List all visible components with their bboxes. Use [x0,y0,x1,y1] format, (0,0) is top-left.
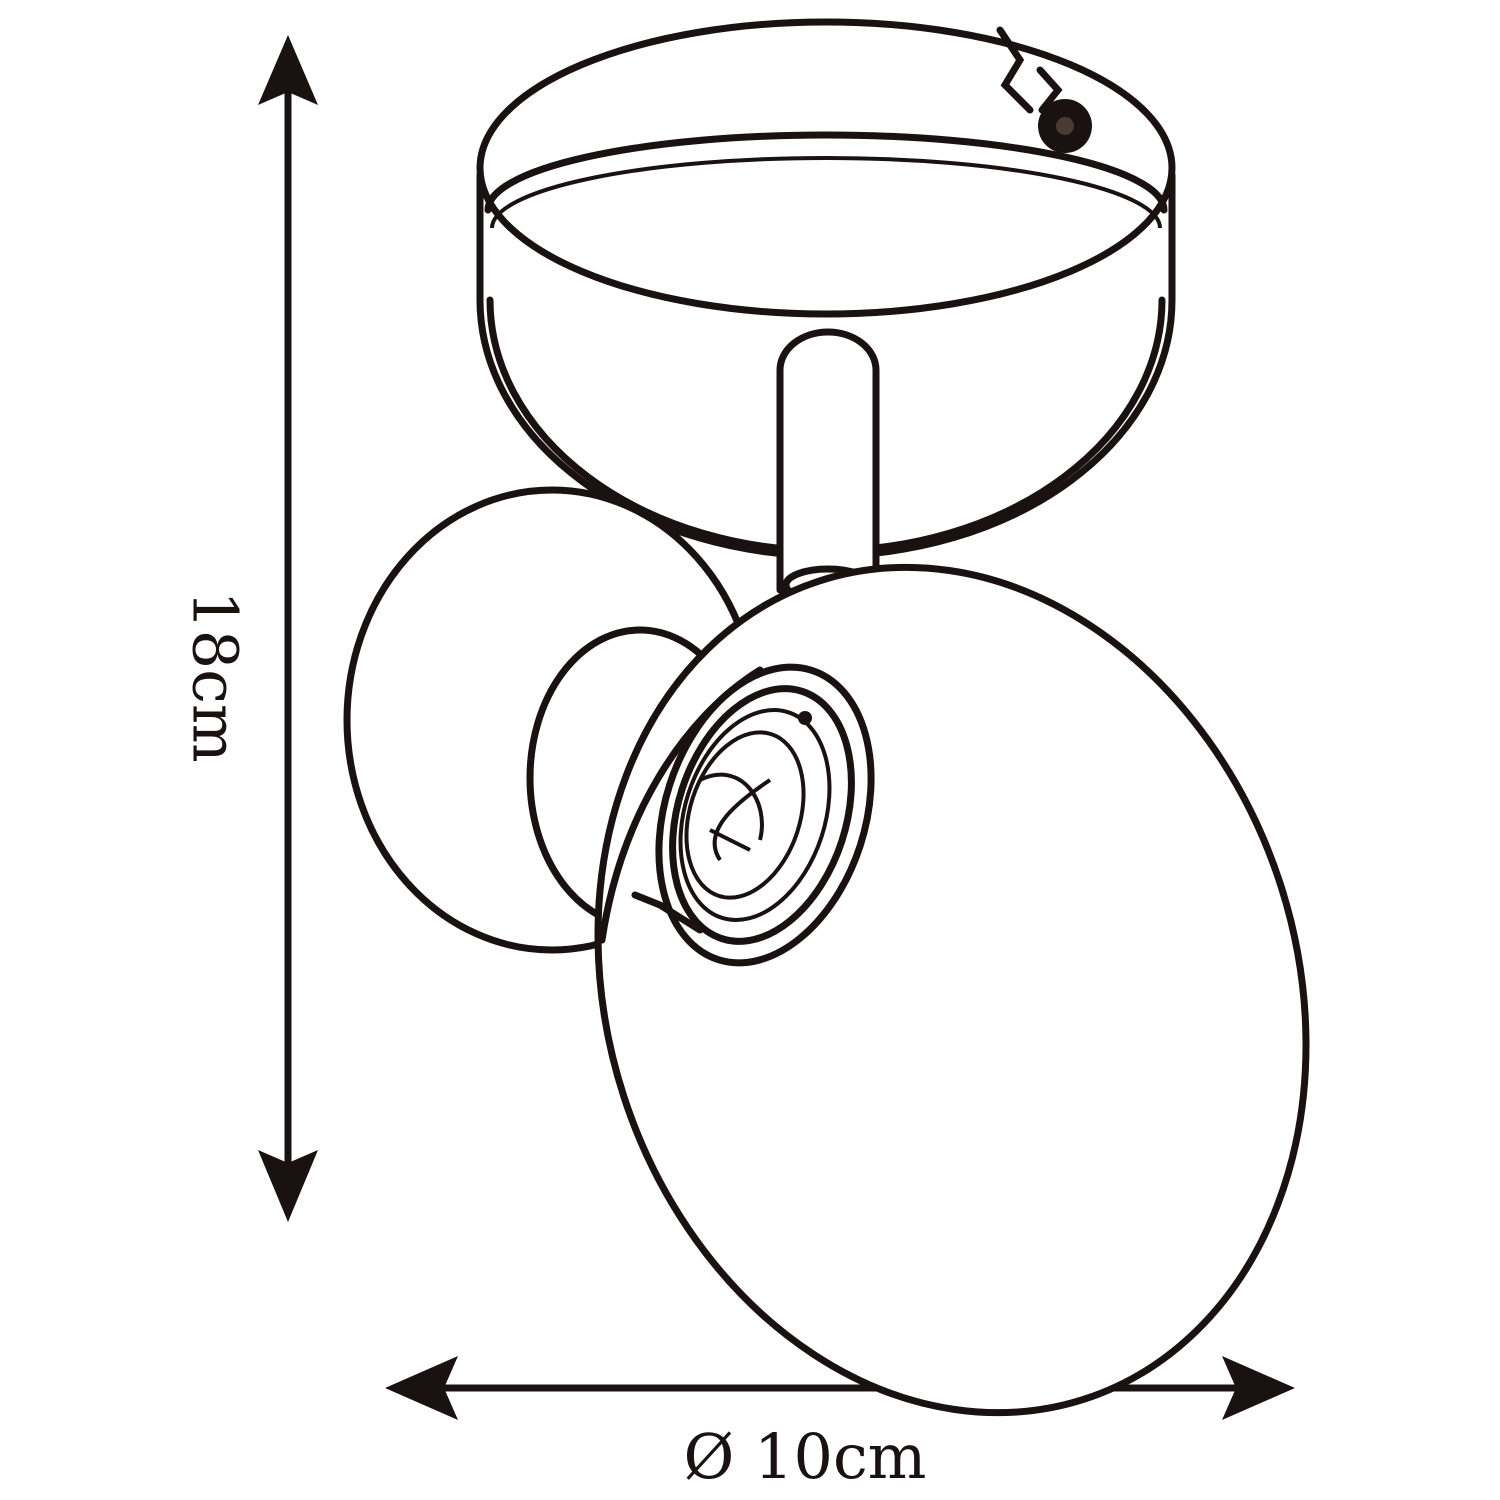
lens-assembly [631,663,875,967]
height-dimension-arrow [258,35,318,1222]
diameter-label: Ø 10cm [683,1420,927,1493]
height-label: 18cm [178,590,252,763]
stem [776,328,880,605]
mounting-screw [1038,99,1092,153]
